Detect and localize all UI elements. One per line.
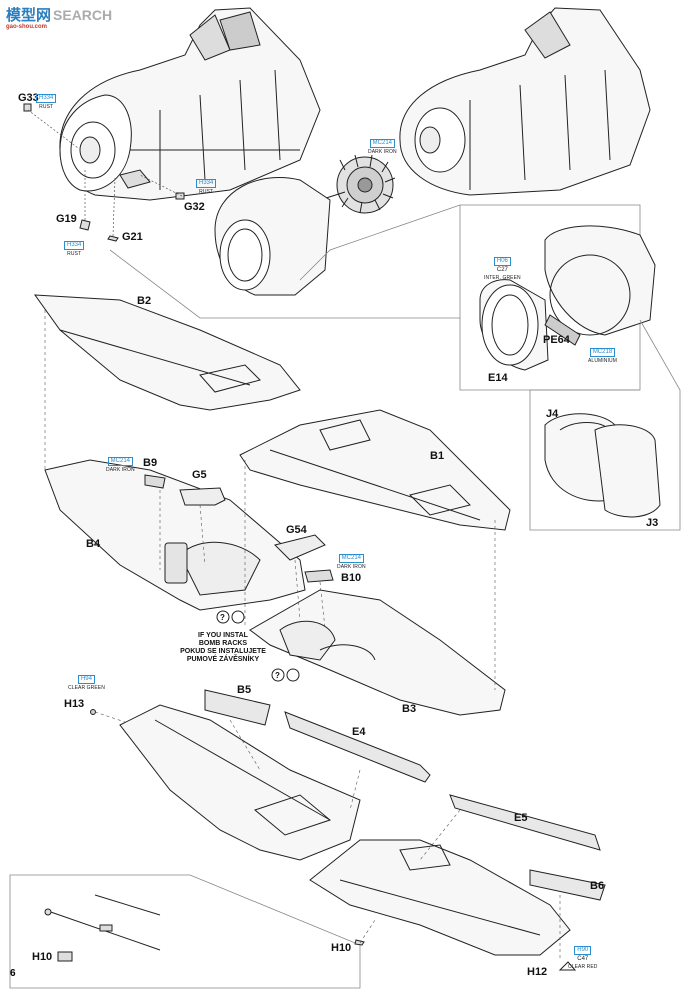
label-g19: G19 [56,213,77,225]
callout-frame-j [529,319,681,531]
paint-ref-aluminium: MC218 ALUMINIUM [588,345,617,365]
label-h10-inset: H10 [32,951,53,963]
paint-name: RUST [199,189,214,195]
paint-code: H334 [36,94,57,103]
label-j4: J4 [546,408,559,420]
wing-upper-left [33,294,301,411]
paint-code: MC218 [589,348,616,357]
paint-alt-code: C27 [496,267,508,273]
label-b1: B1 [430,450,445,462]
label-g54: G54 [286,524,307,536]
paint-name: CLEAR GREEN [68,685,105,691]
bomb-rack-note: IF YOU INSTAL BOMB RACKS POKUD SE INSTAL… [168,632,278,664]
cowl-detail [479,225,656,371]
paint-code: H334 [196,179,217,188]
wing-upper-right [239,409,511,531]
inset-frame [9,874,361,989]
paint-code: H06 [493,257,511,266]
paint-name: RUST [67,251,82,257]
fuselage-nose-right [399,7,651,196]
paint-ref-dark-iron-b9: MC214 DARK IRON [106,454,135,474]
paint-alt-code: C47 [577,956,589,962]
label-g5: G5 [192,469,207,481]
radial-engine [319,154,396,214]
label-j3: J3 [646,517,659,529]
note-line: PUMOVÉ ZÁVĚSNÍKY [186,656,260,663]
paint-code: MC214 [338,554,365,563]
part-h10 [354,939,365,946]
label-h10: H10 [331,942,352,954]
help-icons [216,610,300,682]
bomb-rack-parts [144,474,334,583]
paint-ref-dark-iron-b10: MC214 DARK IRON [337,551,366,571]
paint-ref-rust-g33: H334 RUST [36,91,57,111]
wing-lower-right-top [309,839,571,956]
label-b5: B5 [237,684,252,696]
paint-name: DARK IRON [368,149,397,155]
label-g33: G33 [18,92,39,104]
label-g32: G32 [184,201,205,213]
note-line: POKUD SE INSTALUJETE [180,648,266,655]
logo-url: gao-shou.com [6,24,48,30]
paint-code: H94 [77,675,95,684]
paint-code: MC214 [107,457,134,466]
label-b9: B9 [143,457,158,469]
part-g32 [175,192,185,200]
logo-cn: 模型网 [6,7,52,24]
label-b10: B10 [341,572,362,584]
note-line: BOMB RACKS [198,640,248,647]
paint-ref-inter-green: H06 C27 INTER. GREEN [484,254,521,282]
part-b5 [204,689,271,726]
paint-code: H90 [574,946,592,955]
part-g21 [107,235,119,242]
paint-name: ALUMINIUM [588,358,617,364]
label-e5: E5 [514,812,528,824]
paint-name: INTER. GREEN [484,275,521,281]
paint-code: H334 [64,241,85,250]
question-icon: ? [220,613,225,622]
pitot-tube [44,894,161,962]
paint-ref-clear-green: H94 CLEAR GREEN [68,672,105,692]
wing-lower-right [249,589,506,716]
part-e5 [449,794,601,851]
part-h12 [558,961,577,971]
label-h12: H12 [527,966,548,978]
paint-name: RUST [39,104,54,110]
paint-ref-dark-iron-engine: MC214 DARK IRON [368,136,397,156]
wing-lower-left [44,459,306,611]
question-icon: ? [275,671,280,680]
part-b6 [529,869,606,901]
label-e14: E14 [488,372,508,384]
label-b4: B4 [86,538,101,550]
label-b6: B6 [590,880,605,892]
label-g21: G21 [122,231,143,243]
part-e4 [284,711,431,783]
part-g33 [23,103,32,112]
part-g19 [79,219,91,231]
label-e4: E4 [352,726,366,738]
paint-ref-rust-g32: H334 RUST [196,176,217,196]
paint-code: MC214 [369,139,396,148]
label-h13: H13 [64,698,85,710]
note-line: IF YOU INSTAL [198,632,248,639]
part-h13 [90,709,96,715]
paint-name: DARK IRON [337,564,366,570]
label-b3: B3 [402,703,417,715]
label-pe64: PE64 [543,334,570,346]
wing-lower-left-top [119,704,361,861]
label-b2: B2 [137,295,152,307]
page-number: 6 [10,968,16,979]
logo-en: SEARCH [53,7,113,23]
fuselage-nose-left [59,7,321,201]
paint-name: CLEAR RED [568,964,598,970]
paint-name: DARK IRON [106,467,135,473]
engine-cowling [214,176,331,296]
cowl-flaps [544,413,661,518]
paint-ref-clear-red: H90 C47 CLEAR RED [568,943,598,971]
paint-ref-rust-g19: H334 RUST [64,238,85,258]
